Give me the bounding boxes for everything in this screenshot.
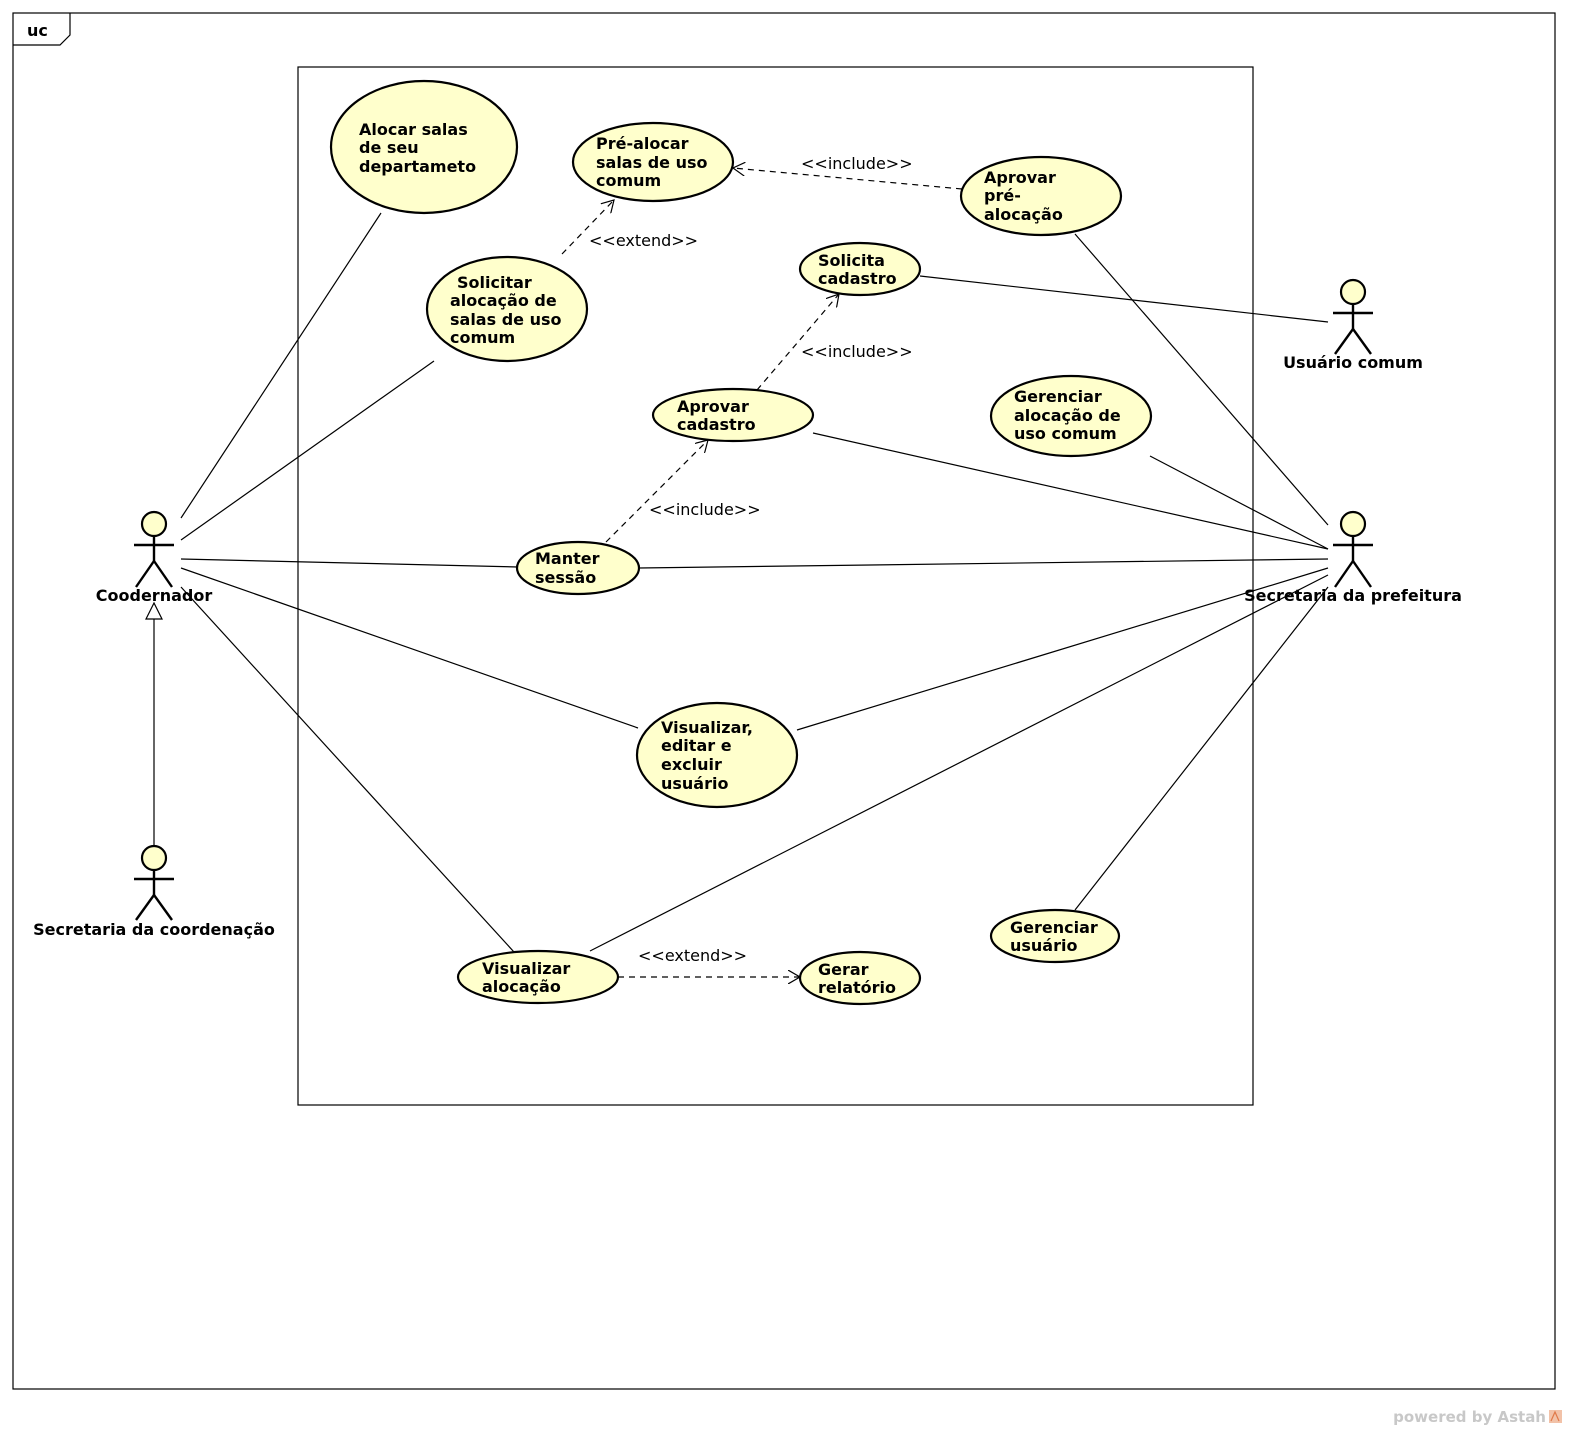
use-case-pre-alocar[interactable]: Pré-alocar salas de uso comum <box>571 121 735 203</box>
use-case-label: Aprovar <box>677 397 749 416</box>
use-case-manter-sessao[interactable]: Manter sessão <box>515 540 641 596</box>
use-case-visualizar-editar-excluir[interactable]: Visualizar, editar e excluir usuário <box>635 701 799 809</box>
assoc-sec-gerenciar-alocacao <box>1149 455 1329 550</box>
use-case-label: usuário <box>1010 936 1077 955</box>
use-case-label: editar e <box>661 736 732 755</box>
actor-secretaria-coordenacao[interactable]: Secretaria da coordenação <box>33 844 275 939</box>
use-case-label: Alocar salas <box>359 120 468 139</box>
use-case-label: Solicita <box>818 251 885 270</box>
use-case-label: alocação <box>984 205 1063 224</box>
assoc-coord-solicitar <box>180 360 435 541</box>
use-case-label: relatório <box>818 978 896 997</box>
label-include: <<include>> <box>649 500 761 519</box>
label-include: <<include>> <box>801 342 913 361</box>
stereotype-labels: <<include>> <<extend>> <<include>> <<inc… <box>589 154 913 965</box>
actor-label: Secretaria da prefeitura <box>1244 586 1462 605</box>
use-case-label: Gerenciar <box>1014 387 1102 406</box>
use-case-label: Visualizar, <box>661 718 753 737</box>
use-case-aprovar-cadastro[interactable]: Aprovar cadastro <box>651 387 815 443</box>
assoc-usuario-solicita-cadastro <box>919 275 1329 323</box>
uml-frame: uc <box>12 12 1556 1390</box>
use-case-solicita-cadastro[interactable]: Solicita cadastro <box>798 241 922 297</box>
use-case-label: de seu <box>359 138 419 157</box>
use-case-label: alocação de <box>450 291 557 310</box>
assoc-sec-aprovar-pre <box>1074 233 1329 526</box>
use-case-gerenciar-alocacao[interactable]: Gerenciar alocação de uso comum <box>989 374 1153 458</box>
use-case-label: Aprovar <box>984 168 1056 187</box>
assoc-sec-aprovar-cadastro <box>812 432 1329 550</box>
include-manter-to-aprovar-cadastro <box>605 440 708 543</box>
assoc-coord-visualizar-alocacao <box>180 586 515 953</box>
assoc-sec-manter <box>638 558 1329 569</box>
use-case-label: salas de uso <box>596 153 707 172</box>
use-case-label: cadastro <box>818 269 897 288</box>
watermark-text: powered by Astah <box>1393 1408 1546 1426</box>
extend-solicitar-to-pre-alocar <box>561 200 614 255</box>
astah-watermark: powered by Astah <box>1393 1408 1562 1426</box>
assoc-sec-visualizar-editar <box>796 567 1329 731</box>
assoc-sec-visualizar-alocacao <box>589 574 1329 952</box>
use-case-label: alocação de <box>1014 406 1121 425</box>
use-case-label: salas de uso <box>450 310 561 329</box>
system-boundary <box>297 66 1254 1106</box>
use-case-label: alocação <box>482 977 561 996</box>
include-aprovar-pre-to-pre-alocar <box>733 168 963 190</box>
frame-tag: uc <box>27 21 48 40</box>
use-case-label: comum <box>450 328 515 347</box>
use-case-label: cadastro <box>677 415 756 434</box>
use-case-label: Solicitar <box>457 273 532 292</box>
use-case-label: departameto <box>359 157 476 176</box>
actor-label: Usuário comum <box>1283 353 1423 372</box>
use-case-gerar-relatorio[interactable]: Gerar relatório <box>798 950 922 1006</box>
associations <box>180 212 1329 953</box>
label-extend: <<extend>> <box>638 946 747 965</box>
use-case-label: uso comum <box>1014 424 1117 443</box>
assoc-coord-alocar <box>180 212 382 519</box>
use-case-label: Gerenciar <box>1010 918 1098 937</box>
use-case-label: Gerar <box>818 960 869 979</box>
use-case-visualizar-alocacao[interactable]: Visualizar alocação <box>456 949 620 1005</box>
generalization-secretaria-coordenador <box>145 601 163 845</box>
use-case-solicitar-alocacao[interactable]: Solicitar alocação de salas de uso comum <box>425 255 589 363</box>
assoc-coord-manter <box>180 558 519 568</box>
use-case-gerenciar-usuario[interactable]: Gerenciar usuário <box>989 908 1121 964</box>
use-case-label: excluir <box>661 755 722 774</box>
use-case-label: comum <box>596 171 661 190</box>
use-case-label: Pré-alocar <box>596 134 689 153</box>
dependencies <box>561 168 963 977</box>
assoc-sec-gerenciar-usuario <box>1074 586 1329 911</box>
actor-coordenador[interactable]: Coodernador <box>96 510 213 605</box>
use-case-label: sessão <box>535 568 596 587</box>
label-extend: <<extend>> <box>589 231 698 250</box>
use-case-alocar-salas[interactable]: Alocar salas de seu departameto <box>329 79 519 215</box>
use-case-label: pré- <box>984 186 1021 205</box>
use-case-label: usuário <box>661 774 728 793</box>
actor-usuario-comum[interactable]: Usuário comum <box>1283 278 1423 372</box>
actor-secretaria-prefeitura[interactable]: Secretaria da prefeitura <box>1244 510 1462 605</box>
use-case-label: Manter <box>535 549 600 568</box>
use-case-label: Visualizar <box>482 959 570 978</box>
actor-label: Secretaria da coordenação <box>33 920 275 939</box>
use-case-aprovar-pre-alocacao[interactable]: Aprovar pré- alocação <box>959 155 1123 237</box>
assoc-coord-visualizar-editar <box>180 567 639 729</box>
label-include: <<include>> <box>801 154 913 173</box>
actor-label: Coodernador <box>96 586 213 605</box>
